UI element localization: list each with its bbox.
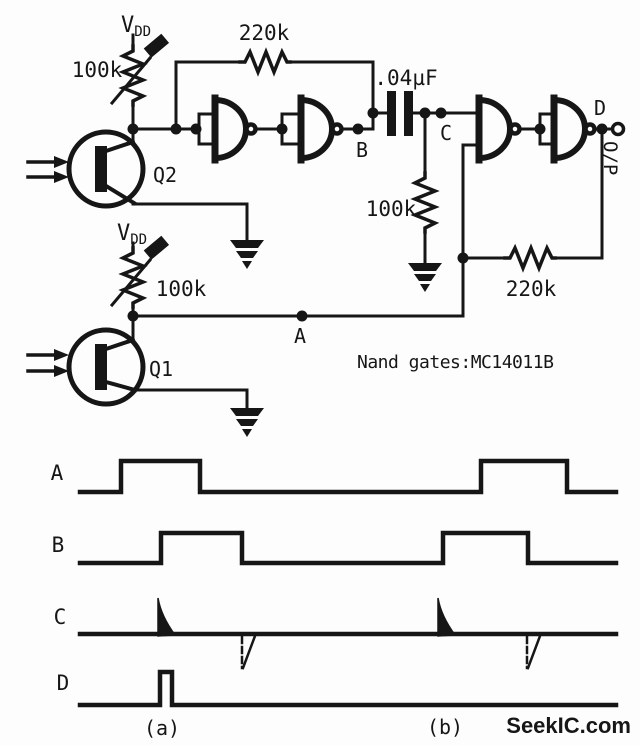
waveform-trace-A [77,458,619,495]
light-arrow-icon [26,347,71,363]
waveform-label-d: D [57,671,70,695]
vdd-label-q1: VDD [117,221,147,248]
gate-type-note: Nand gates:MC14011B [357,352,553,373]
phototransistor-q1 [26,330,264,437]
resistor-100k-pulldown [413,171,437,234]
node-d-label: D [594,96,606,120]
pulldown-100k [408,111,442,292]
waveform-traces [77,458,619,708]
nand-gate-2 [301,98,342,160]
feedback-resistor-value: 220k [506,277,557,301]
capacitor-value: .04µF [374,66,437,90]
waveform-spike-down-slant [526,634,542,670]
ground-icon [230,408,264,437]
feedback-220k-top [174,50,375,131]
waveform-spike-up [157,597,177,637]
timing-diagram: A B C D (a) (b) [51,458,619,740]
resistor-220k-top [238,50,292,74]
node-b-label: B [356,138,368,162]
nand-gate-1 [215,98,256,160]
pulldown-value: 100k [366,197,417,221]
vdd-q2-branch [112,34,169,145]
junction-dots [127,107,608,322]
section-a-label: (a) [144,716,180,740]
waveform-trace-B [77,530,619,566]
resistor-220k-feedback [503,246,557,270]
waveform-label-b: B [52,533,65,557]
output-terminal [610,121,626,137]
waveform-label-a: A [51,461,64,485]
waveform-spike-down-slant [241,634,257,670]
waveform-trace-D [77,669,619,708]
node-c-label: C [440,121,452,145]
waveform-label-c: C [54,605,67,629]
light-arrow-icon [26,169,71,185]
node-a-label: A [294,324,306,348]
q1-designator: Q1 [149,357,173,381]
phototransistor-q2 [26,132,264,269]
section-b-label: (b) [427,715,463,739]
ground-icon [408,263,442,292]
pot-q2-value: 100k [72,58,123,82]
nand-gate-3 [479,98,520,160]
watermark: SeekIC.com [506,713,631,738]
pot-q1-value: 100k [156,277,207,301]
resistor-top-value: 220k [239,21,290,45]
schematic: VDD VDD 100k 220k .04µF Q2 Q1 B C D A O/… [26,13,626,437]
ground-icon [230,240,264,269]
q2-designator: Q2 [153,163,177,187]
light-arrow-icon [26,154,71,170]
waveform-spike-up [437,597,457,637]
nand-gate-4 [554,98,595,160]
vdd-label-q2: VDD [121,13,151,40]
output-label: O/P [599,141,621,175]
light-arrow-icon [26,363,71,379]
